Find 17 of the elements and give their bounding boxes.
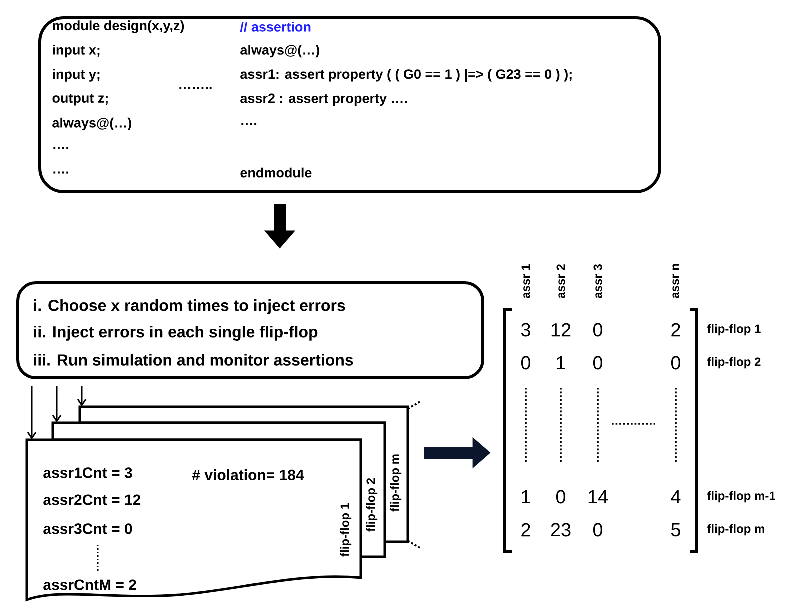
document-sheet: assr1Cnt = 3 # violation= 184 assr2Cnt = 12 assr3Cnt = 0 assrCntM = 2 flip-flop 1 <box>26 438 362 602</box>
column-header: assr 1 <box>522 264 530 298</box>
column-header: assr 3 <box>594 264 602 298</box>
column-header: assr 2 <box>556 264 566 298</box>
column-header: assr n <box>672 264 680 298</box>
arrow <box>77 386 87 407</box>
arrow <box>52 386 62 423</box>
steps-box: i. Choose x random times to inject errors ii. Inject errors in each single flip-flop iii. Run simulation and monitor assertions <box>16 282 484 380</box>
matrix: 3 12 0 2 0 1 0 0 1 0 14 4 2 23 0 5 <box>504 308 698 554</box>
code-box: module design(x,y,z) input x; input y; output z; always@(…) …. …. …….. // assertion always@(…) assr1: assert property ( ( G0 == 1 ) |=> ( G23 == 0 ) ); assr2 : assert property …. …. endmodule <box>38 16 662 194</box>
node-label: assrCntM = 2 <box>44 580 136 590</box>
row-label: flip-flop 1 <box>707 324 761 336</box>
row-label: flip-flop m <box>707 524 764 536</box>
row-label: flip-flop m-1 <box>707 491 776 503</box>
arrow <box>27 386 37 440</box>
row-label: flip-flop 2 <box>707 357 761 369</box>
node-label: # violation= 184 <box>192 470 304 481</box>
